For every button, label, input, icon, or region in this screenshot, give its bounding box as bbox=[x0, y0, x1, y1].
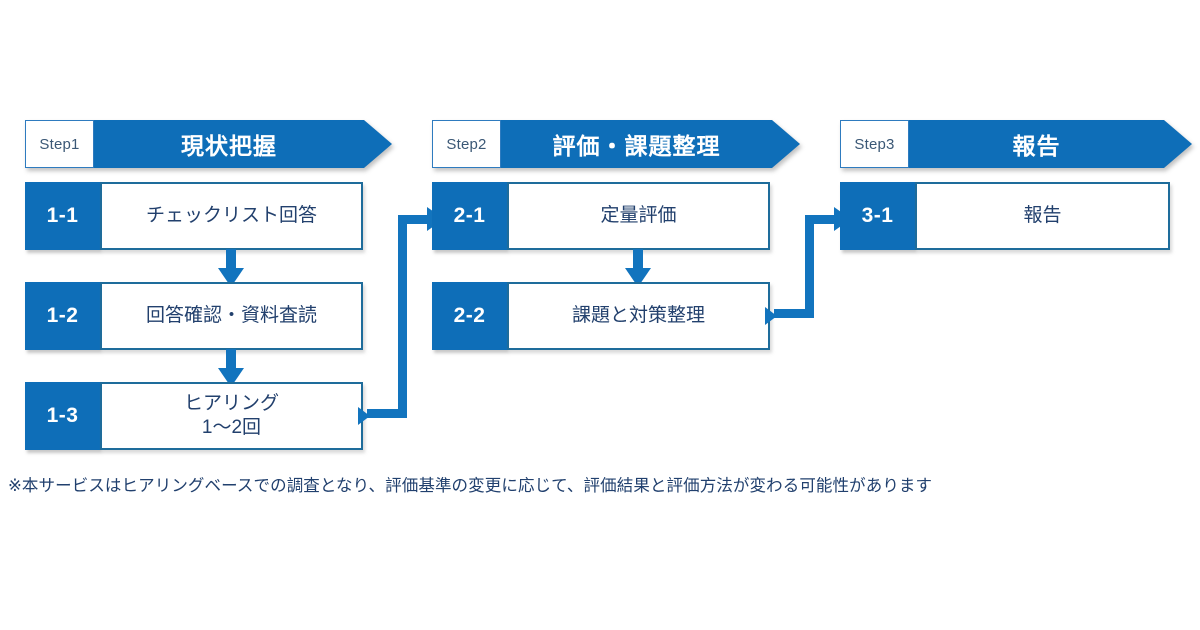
task-1-3-label-line1: ヒアリング bbox=[183, 393, 279, 415]
step-1-title: 現状把握 bbox=[181, 133, 277, 159]
task-1-2[interactable]: 1-2 回答確認・資料査読 bbox=[25, 282, 363, 350]
connector-segment-h-top bbox=[805, 215, 839, 224]
step-3-title: 報告 bbox=[1012, 133, 1061, 159]
step-3-tag: Step3 bbox=[840, 120, 909, 168]
task-1-1-badge: 1-1 bbox=[25, 182, 100, 250]
task-2-1-badge: 2-1 bbox=[432, 182, 507, 250]
footnote-text: ※本サービスはヒアリングベースでの調査となり、評価基準の変更に応じて、評価結果と… bbox=[8, 477, 933, 495]
step-banner-1: Step1 現状把握 bbox=[25, 120, 392, 168]
connector-segment-v bbox=[805, 215, 814, 318]
down-arrow-shaft bbox=[633, 249, 643, 271]
step-banner-2: Step2 評価・課題整理 bbox=[432, 120, 800, 168]
connector-segment-v bbox=[398, 215, 407, 418]
task-1-3-label-line2: 1〜2回 bbox=[201, 417, 262, 438]
task-1-3-panel: ヒアリング 1〜2回 bbox=[100, 382, 363, 450]
task-2-2[interactable]: 2-2 課題と対策整理 bbox=[432, 282, 770, 350]
task-3-1-badge: 3-1 bbox=[840, 182, 915, 250]
task-1-1[interactable]: 1-1 チェックリスト回答 bbox=[25, 182, 363, 250]
connector-segment-h-bottom bbox=[367, 409, 407, 418]
step-banner-3: Step3 報告 bbox=[840, 120, 1192, 168]
connector-segment-h-bottom bbox=[774, 309, 814, 318]
task-3-1-label: 報告 bbox=[1023, 205, 1062, 227]
task-1-1-panel: チェックリスト回答 bbox=[100, 182, 363, 250]
task-1-2-panel: 回答確認・資料査読 bbox=[100, 282, 363, 350]
task-1-1-label: チェックリスト回答 bbox=[145, 205, 317, 227]
step-2-tag: Step2 bbox=[432, 120, 501, 168]
task-2-2-badge: 2-2 bbox=[432, 282, 507, 350]
task-1-2-badge: 1-2 bbox=[25, 282, 100, 350]
task-1-3[interactable]: 1-3 ヒアリング 1〜2回 bbox=[25, 382, 363, 450]
task-2-1-panel: 定量評価 bbox=[507, 182, 770, 250]
task-1-2-label: 回答確認・資料査読 bbox=[145, 305, 317, 327]
task-2-1-label: 定量評価 bbox=[600, 205, 677, 227]
connector-segment-h-top bbox=[398, 215, 432, 224]
step-1-tag: Step1 bbox=[25, 120, 94, 168]
step-2-title: 評価・課題整理 bbox=[552, 133, 721, 159]
down-arrow-shaft bbox=[226, 349, 236, 371]
task-1-3-badge: 1-3 bbox=[25, 382, 100, 450]
down-arrow-shaft bbox=[226, 249, 236, 271]
task-3-1-panel: 報告 bbox=[915, 182, 1170, 250]
task-3-1[interactable]: 3-1 報告 bbox=[840, 182, 1170, 250]
task-2-2-label: 課題と対策整理 bbox=[571, 305, 705, 327]
task-2-1[interactable]: 2-1 定量評価 bbox=[432, 182, 770, 250]
task-2-2-panel: 課題と対策整理 bbox=[507, 282, 770, 350]
